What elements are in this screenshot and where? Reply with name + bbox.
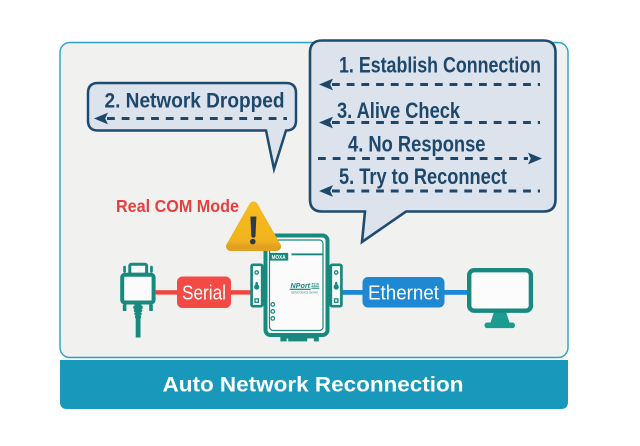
- svg-text:5110: 5110: [312, 282, 319, 286]
- svg-text:3. Alive Check: 3. Alive Check: [337, 98, 461, 123]
- svg-text:MOXA: MOXA: [272, 255, 286, 261]
- svg-text:Serial Device Server: Serial Device Server: [291, 290, 319, 294]
- svg-text:Real COM Mode: Real COM Mode: [116, 196, 239, 216]
- svg-text:Auto Network Reconnection: Auto Network Reconnection: [163, 373, 464, 397]
- svg-text:5. Try to Reconnect: 5. Try to Reconnect: [339, 164, 508, 189]
- svg-text:Ethernet: Ethernet: [368, 281, 439, 304]
- svg-text:NPort: NPort: [291, 281, 311, 290]
- svg-text:4. No Response: 4. No Response: [348, 132, 486, 157]
- svg-text:Serial: Serial: [182, 282, 226, 305]
- svg-text:2. Network Dropped: 2. Network Dropped: [105, 89, 285, 113]
- svg-text:1. Establish Connection: 1. Establish Connection: [339, 53, 541, 78]
